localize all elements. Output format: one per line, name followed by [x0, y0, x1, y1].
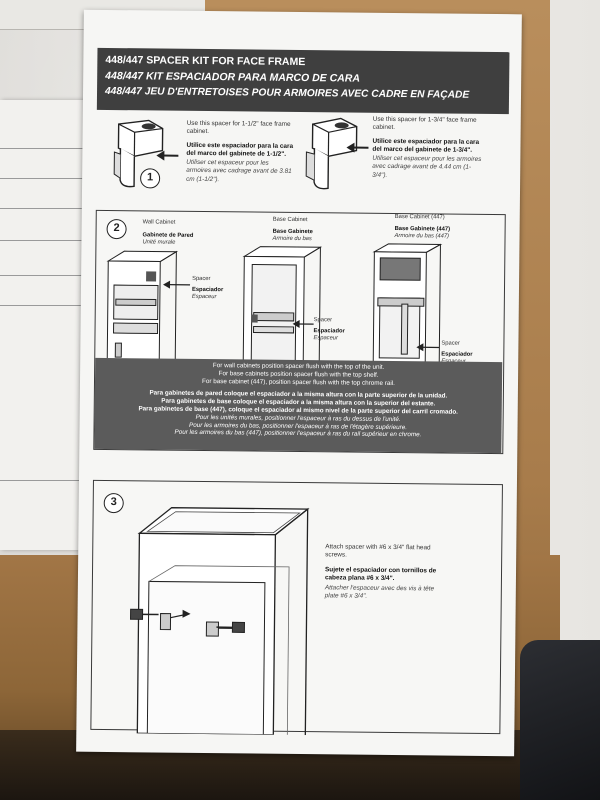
step-1-number: 1 — [140, 168, 161, 189]
wall-spacer-label: Spacer Espaciador Espaceur — [192, 276, 224, 301]
step-3-es: Sujete el espaciador con tornillos de ca… — [324, 565, 437, 582]
step-2-notes: For wall cabinets position spacer flush … — [94, 357, 503, 454]
wall-cabinet-label: Wall Cabinet Gabinete de Pared Unité mur… — [142, 219, 193, 247]
step-1-left-es: Utilice este espaciador para la cara del… — [186, 141, 294, 158]
base-cabinet-en: Base Cabinet — [272, 216, 308, 224]
arrow-icon — [163, 280, 191, 289]
wall-cabinet-fr: Unité murale — [142, 239, 176, 246]
base-spacer-label: Spacer Espaciador Espaceur — [313, 317, 345, 342]
dark-seat — [520, 640, 600, 800]
screwdriver-icon — [130, 608, 159, 620]
step-3-panel: 3 Attach spacer with #6 x 3/4" flat head… — [90, 479, 503, 736]
step-1-right-fr: Utiliser cet espaceur pour les armoires … — [372, 154, 482, 179]
title-bar: 448/447 SPACER KIT FOR FACE FRAME 448/44… — [96, 47, 510, 115]
arrow-icon — [416, 343, 440, 352]
step-1-right-es: Utilice este espaciador para la cara del… — [372, 137, 480, 154]
base-447-spacer-en: Spacer — [441, 340, 460, 347]
step-1-left-text: Use this spacer for 1-1/2" face frame ca… — [186, 120, 295, 185]
left-paper-sheet — [0, 100, 92, 550]
step-3-en: Attach spacer with #6 x 3/4" flat head s… — [325, 543, 431, 559]
base-spacer-fr: Espaceur — [313, 335, 339, 342]
base-cabinet-447-en: Base Cabinet (447) — [394, 213, 445, 221]
base-cabinet-diagram — [242, 246, 323, 362]
step-1-right-text: Use this spacer for 1-3/4" face frame ca… — [372, 116, 485, 181]
cabinet-diagram — [136, 507, 310, 736]
step-1-right-en: Use this spacer for 1-3/4" face frame ca… — [372, 115, 477, 132]
step-1-left-fr: Utiliser cet espaceur pour les armoires … — [186, 158, 292, 183]
arrow-icon — [156, 150, 179, 161]
spacer-block-icon — [113, 119, 164, 188]
base-cabinet-447-diagram — [372, 243, 443, 363]
wall-cabinet-diagram — [106, 250, 179, 360]
arrow-icon — [292, 320, 314, 329]
arrow-icon — [346, 142, 369, 153]
step-3-fr: Attacher l'espaceur avec des vis à tête … — [324, 584, 435, 601]
wall-spacer-fr: Espaceur — [191, 293, 217, 301]
wall-cabinet-en: Wall Cabinet — [142, 219, 176, 226]
spacer-block-icon — [305, 117, 358, 190]
screwdriver-icon — [216, 621, 245, 633]
step-2-number: 2 — [106, 218, 127, 240]
step-1-left-en: Use this spacer for 1-1/2" face frame ca… — [186, 119, 291, 136]
base-spacer-en: Spacer — [313, 317, 333, 324]
base-cabinet-label: Base Cabinet Base Gabinete Armoire du ba… — [272, 217, 313, 243]
step-2-panel: 2 Wall Cabinet Gabinete de Pared Unité m… — [93, 209, 506, 455]
wall-spacer-en: Spacer — [192, 275, 211, 283]
instruction-sheet: 448/447 SPACER KIT FOR FACE FRAME 448/44… — [76, 9, 522, 757]
title-french: 448/447 JEU D'ENTRETOISES POUR ARMOIRES … — [104, 85, 470, 101]
base-cabinet-447-label: Base Cabinet (447) Base Gabinete (447) A… — [395, 214, 451, 241]
step-3-text: Attach spacer with #6 x 3/4" flat head s… — [325, 543, 446, 602]
